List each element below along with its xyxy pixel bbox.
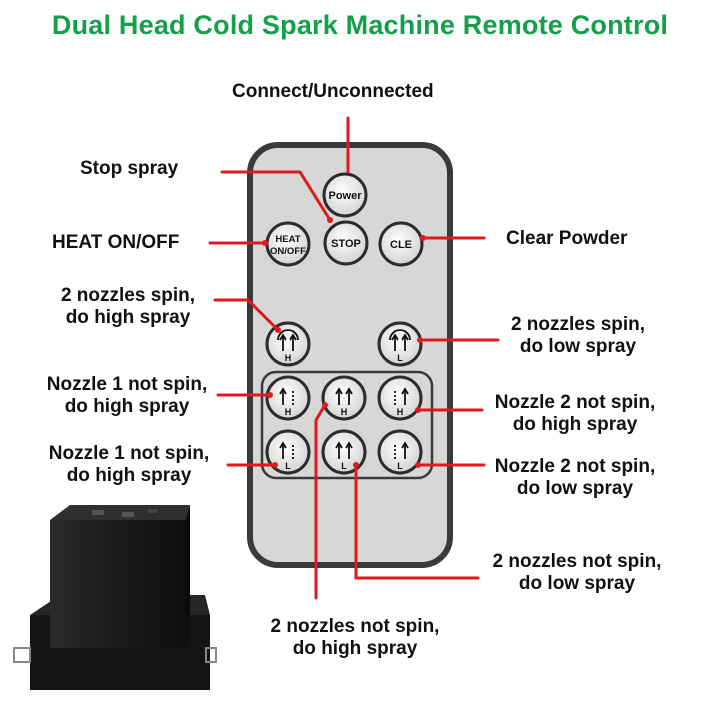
svg-text:Power: Power: [328, 190, 362, 202]
svg-text:ON/OFF: ON/OFF: [270, 246, 306, 257]
label-nozzle2-low: Nozzle 2 not spin,do low spray: [494, 456, 656, 499]
svg-text:H: H: [341, 407, 348, 417]
svg-text:L: L: [397, 353, 403, 363]
cle-button[interactable]: CLE: [378, 221, 424, 267]
power-button[interactable]: Power: [322, 172, 368, 218]
label-connect: Connect/Unconnected: [232, 81, 434, 102]
svg-text:H: H: [285, 407, 292, 417]
label-nozzle2-high: Nozzle 2 not spin,do high spray: [494, 392, 656, 435]
label-heat: HEAT ON/OFF: [52, 232, 180, 253]
page-title: Dual Head Cold Spark Machine Remote Cont…: [51, 10, 669, 40]
svg-text:STOP: STOP: [331, 238, 361, 250]
both-spin-low-button[interactable]: L: [377, 321, 423, 367]
label-both-nospin-low: 2 nozzles not spin,do low spray: [492, 551, 662, 594]
nozzle2-high-button[interactable]: H: [377, 375, 423, 421]
label-both-spin-high: 2 nozzles spin,do high spray: [60, 285, 196, 328]
svg-text:H: H: [397, 407, 404, 417]
heat-button[interactable]: HEAT ON/OFF: [265, 221, 311, 267]
both-nospin-high-button[interactable]: H: [321, 375, 367, 421]
svg-text:HEAT: HEAT: [275, 234, 300, 245]
label-nozzle1-low: Nozzle 1 not spin,do high spray: [48, 443, 210, 486]
nozzle1-low-button[interactable]: L: [265, 429, 311, 475]
svg-text:CLE: CLE: [390, 239, 412, 251]
label-nozzle1-high: Nozzle 1 not spin,do high spray: [46, 374, 208, 417]
svg-text:H: H: [285, 353, 292, 363]
label-stop-spray: Stop spray: [80, 158, 179, 179]
label-clear-powder: Clear Powder: [506, 228, 628, 249]
both-spin-high-button[interactable]: H: [265, 321, 311, 367]
both-nospin-low-button[interactable]: L: [321, 429, 367, 475]
label-both-spin-low: 2 nozzles spin,do low spray: [510, 314, 646, 357]
svg-text:L: L: [397, 461, 403, 471]
nozzle2-low-button[interactable]: L: [377, 429, 423, 475]
label-both-nospin-high: 2 nozzles not spin,do high spray: [270, 616, 440, 659]
stop-button[interactable]: STOP: [323, 220, 369, 266]
nozzle-button-group: [260, 370, 434, 480]
nozzle1-high-button[interactable]: H: [265, 375, 311, 421]
svg-text:L: L: [285, 461, 291, 471]
svg-text:L: L: [341, 461, 347, 471]
